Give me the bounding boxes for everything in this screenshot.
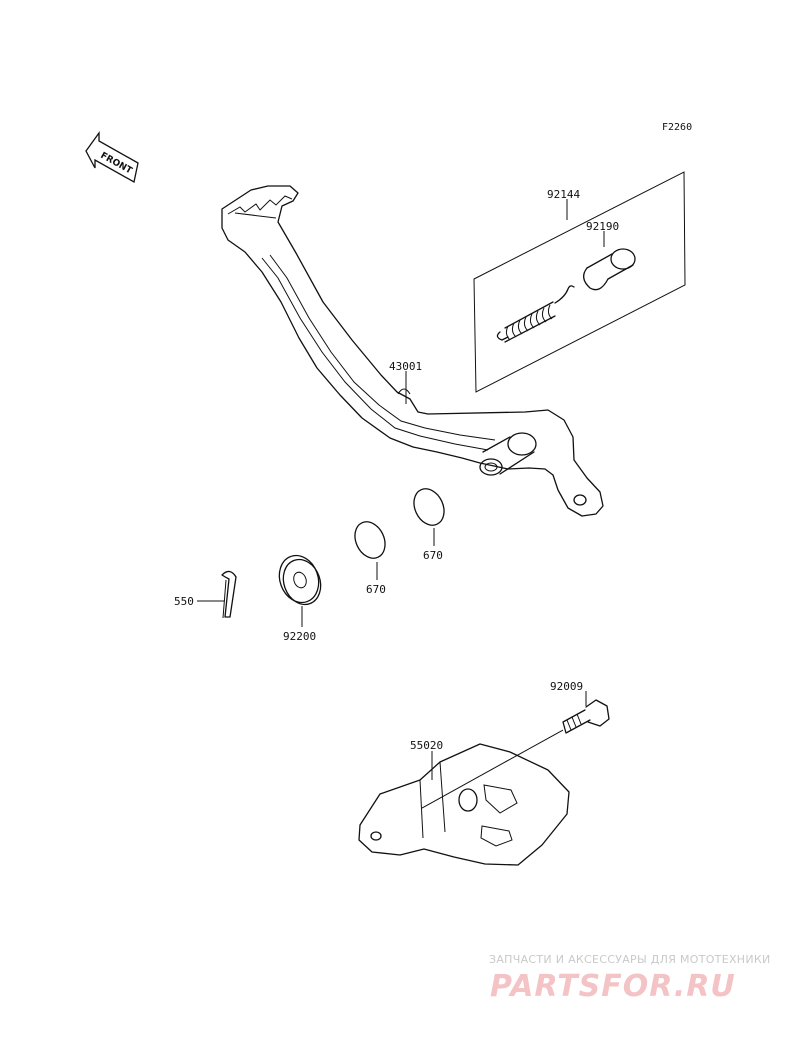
label-43001: 43001 bbox=[389, 360, 422, 373]
o-ring-upper bbox=[413, 488, 445, 526]
label-670-lower: 670 bbox=[366, 583, 386, 596]
o-ring-lower bbox=[354, 521, 386, 559]
brake-pedal bbox=[221, 185, 604, 517]
spring-kit-box bbox=[473, 171, 686, 393]
watermark-logo: PARTSFOR.RU bbox=[490, 969, 736, 1004]
label-92190: 92190 bbox=[586, 220, 619, 233]
cotter-pin bbox=[221, 570, 237, 619]
label-92144: 92144 bbox=[547, 188, 580, 201]
bracket bbox=[358, 743, 570, 866]
label-55020: 55020 bbox=[410, 739, 443, 752]
label-92009: 92009 bbox=[550, 680, 583, 693]
label-670-upper: 670 bbox=[423, 549, 443, 562]
collar bbox=[583, 248, 636, 291]
label-92200: 92200 bbox=[283, 630, 316, 643]
return-spring bbox=[496, 285, 575, 343]
figure-code: F2260 bbox=[662, 122, 692, 133]
bolt bbox=[421, 699, 610, 809]
label-550: 550 bbox=[174, 595, 194, 608]
watermark-tagline: ЗАПЧАСТИ И АКСЕССУАРЫ ДЛЯ МОТОТЕХНИКИ bbox=[489, 953, 771, 966]
front-arrow-icon: FRONT bbox=[85, 130, 139, 184]
washer bbox=[278, 554, 322, 606]
